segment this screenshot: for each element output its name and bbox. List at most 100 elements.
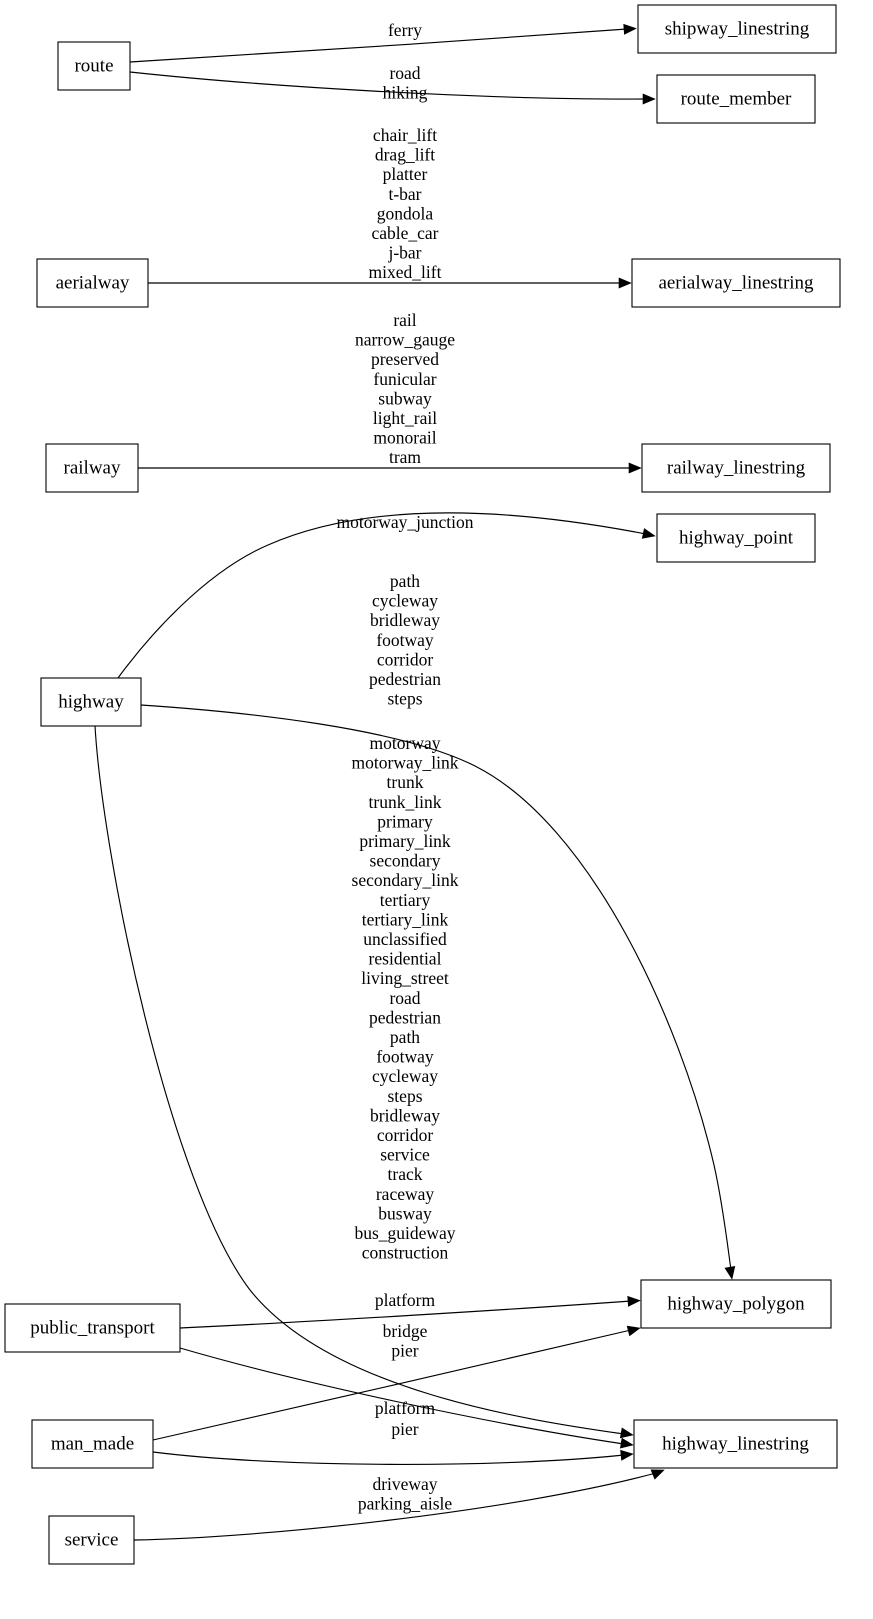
node-label: route: [74, 55, 113, 76]
node-box[interactable]: [36, 258, 149, 308]
edge-label-value: motorway: [370, 733, 441, 753]
edge-label-value: rail: [393, 310, 416, 330]
edge-label-group-highway-highway_point: motorway_junction: [336, 512, 473, 532]
edge-route-route_member: [129, 71, 656, 105]
edge-label-value: corridor: [377, 649, 434, 669]
edge-label-group-railway-railway_linestring: railnarrow_gaugepreservedfunicularsubway…: [355, 310, 455, 467]
node-label: man_made: [51, 1433, 134, 1454]
edge-line: [129, 71, 647, 100]
node-highway_polygon[interactable]: highway_polygon: [640, 1279, 832, 1329]
edge-label-value: bridleway: [370, 1105, 440, 1125]
edge-label-value: motorway_link: [352, 753, 459, 773]
arrowhead-icon: [650, 1469, 665, 1480]
node-highway_linestring[interactable]: highway_linestring: [633, 1419, 838, 1469]
edge-label-group-public_transport-highway_polygon: platform: [375, 1290, 436, 1310]
arrowhead-icon: [623, 23, 637, 35]
node-box[interactable]: [48, 1515, 135, 1565]
edge-public_transport-highway_polygon: [179, 1295, 641, 1329]
edge-label-group-route-shipway: ferry: [388, 20, 422, 40]
edge-label-value: bridge: [383, 1321, 428, 1341]
edge-label-value: platform: [375, 1290, 436, 1310]
arrowhead-icon: [619, 1437, 634, 1449]
edge-label-value: preserved: [371, 349, 439, 369]
node-shipway_linestring[interactable]: shipway_linestring: [637, 4, 837, 54]
edge-label-group-aerialway-aerialway_linestring: chair_liftdrag_liftplattert-bargondolaca…: [369, 125, 442, 282]
node-box[interactable]: [656, 74, 816, 124]
edge-line: [152, 1451, 625, 1465]
edge-label-value: road: [389, 988, 420, 1008]
edge-label-value: pedestrian: [369, 669, 441, 689]
edge-line: [129, 28, 628, 63]
edge-label-value: pier: [391, 1341, 418, 1361]
node-label: public_transport: [30, 1317, 155, 1338]
edge-label-value: service: [380, 1145, 430, 1165]
edges-layer: [94, 23, 736, 1541]
edge-highway-highway_point: [117, 512, 656, 679]
edge-label-value: monorail: [373, 428, 436, 448]
edge-label-value: steps: [388, 689, 423, 709]
edge-label-value: hiking: [383, 83, 428, 103]
edge-labels-layer: ferry road hiking chair_liftdrag_liftplatte…: [336, 20, 473, 1514]
node-railway[interactable]: railway: [45, 443, 139, 493]
edge-highway-highway_polygon: [140, 704, 736, 1280]
edge-label-value: steps: [388, 1086, 423, 1106]
edge-label-value: living_street: [361, 968, 449, 988]
node-label: aerialway_linestring: [658, 272, 814, 293]
node-route[interactable]: route: [57, 41, 131, 91]
node-box[interactable]: [641, 443, 831, 493]
edge-label-value: chair_lift: [373, 125, 437, 145]
node-aerialway_linestring[interactable]: aerialway_linestring: [631, 258, 841, 308]
edge-label-value: trunk_link: [369, 792, 442, 812]
edge-label-value: drag_lift: [375, 145, 435, 165]
arrowhead-icon: [620, 1449, 634, 1461]
edge-label-value: driveway: [372, 1474, 437, 1494]
edge-label-group-man_made-highway_polygon: platform: [375, 1398, 436, 1418]
arrowhead-icon: [627, 1295, 641, 1307]
arrowhead-icon: [618, 277, 632, 289]
node-railway_linestring[interactable]: railway_linestring: [641, 443, 831, 493]
edge-label-value: gondola: [377, 203, 434, 223]
node-box[interactable]: [631, 258, 841, 308]
node-label: railway: [64, 457, 121, 478]
edge-line: [152, 1329, 632, 1441]
node-box[interactable]: [640, 1279, 832, 1329]
node-box[interactable]: [4, 1303, 181, 1353]
edge-line: [133, 1472, 657, 1541]
node-box[interactable]: [45, 443, 139, 493]
edge-label-value: primary: [377, 811, 433, 831]
node-highway_point[interactable]: highway_point: [656, 513, 816, 563]
edge-label-value: mixed_lift: [369, 262, 442, 282]
node-box[interactable]: [633, 1419, 838, 1469]
edge-label-group-highway-highway_polygon: pathcyclewaybridlewayfootwaycorridorpede…: [369, 571, 441, 709]
node-highway[interactable]: highway: [40, 677, 142, 727]
node-route_member[interactable]: route_member: [656, 74, 816, 124]
node-man_made[interactable]: man_made: [31, 1419, 154, 1469]
edge-aerialway-aerialway_linestring: [148, 277, 632, 289]
edge-label-value: bus_guideway: [354, 1223, 455, 1243]
edge-label-value: secondary_link: [352, 870, 459, 890]
node-box[interactable]: [31, 1419, 154, 1469]
edge-man_made-highway_linestring: [152, 1449, 634, 1465]
node-box[interactable]: [40, 677, 142, 727]
node-box[interactable]: [637, 4, 837, 54]
edge-label-value: trunk: [387, 772, 424, 792]
edge-label-value: narrow_gauge: [355, 330, 455, 350]
edge-label-value: track: [388, 1164, 423, 1184]
edge-line: [140, 704, 732, 1271]
edge-label-value: path: [390, 571, 420, 591]
edge-label-value: pedestrian: [369, 1007, 441, 1027]
edge-label-value: primary_link: [359, 831, 451, 851]
node-box[interactable]: [57, 41, 131, 91]
node-service[interactable]: service: [48, 1515, 135, 1565]
node-label: highway: [58, 691, 124, 712]
node-label: highway_polygon: [667, 1293, 805, 1314]
node-aerialway[interactable]: aerialway: [36, 258, 149, 308]
edge-label-value: pier: [391, 1419, 418, 1439]
node-box[interactable]: [656, 513, 816, 563]
node-public_transport[interactable]: public_transport: [4, 1303, 181, 1353]
edge-line: [179, 1347, 625, 1445]
edge-label-value: secondary: [370, 851, 441, 871]
